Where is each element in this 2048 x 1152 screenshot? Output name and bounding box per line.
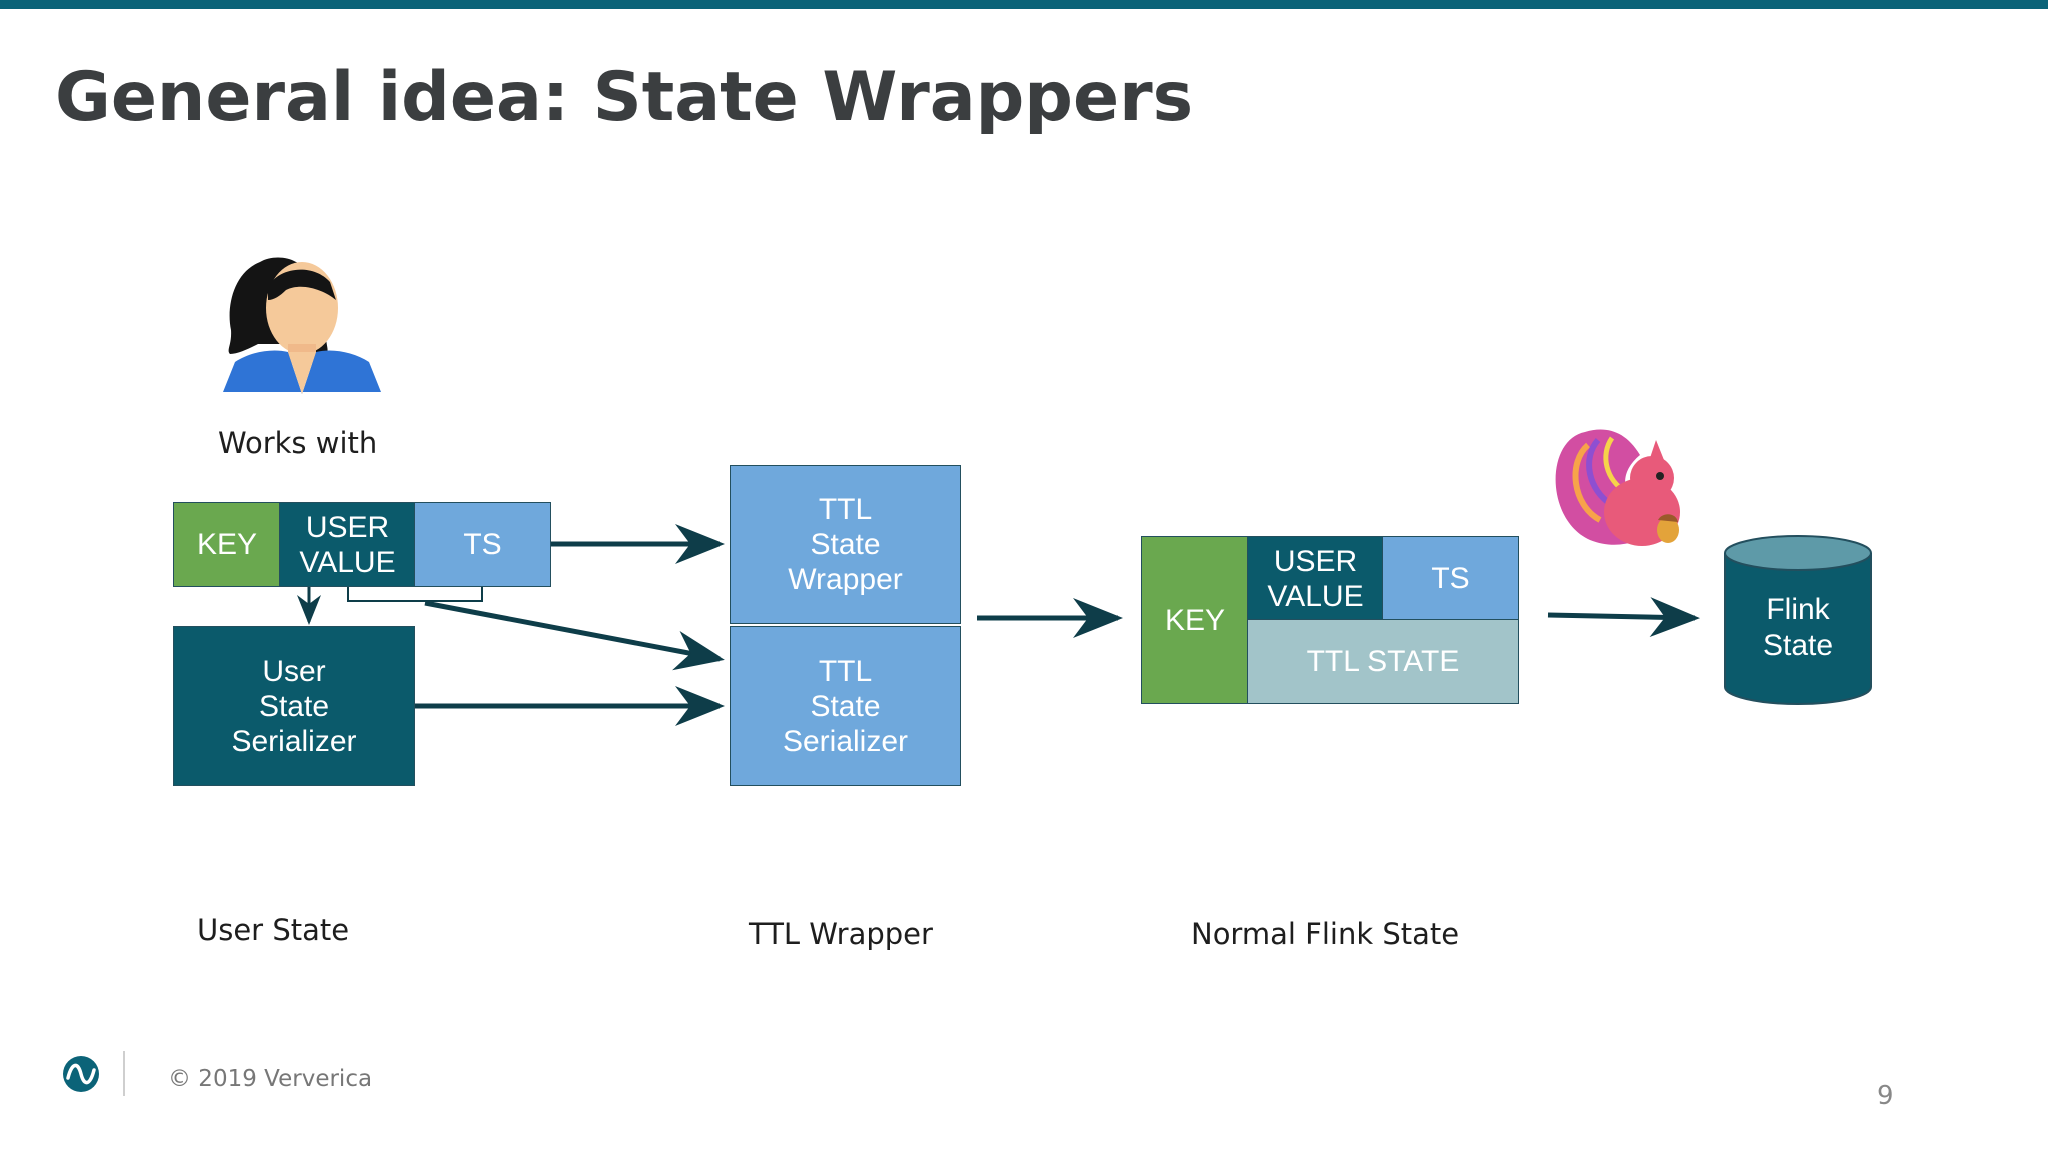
normal-flink-state-label: Normal Flink State xyxy=(1191,917,1460,951)
flink-key-cell: KEY xyxy=(1141,536,1249,704)
user-key-cell: KEY xyxy=(173,502,281,587)
page-number: 9 xyxy=(1877,1081,1894,1111)
flink-ttl-state-cell: TTL STATE xyxy=(1247,619,1519,704)
flink-ts-cell: TS xyxy=(1382,536,1519,621)
user-state-label: User State xyxy=(197,913,350,947)
ttl-state-serializer-box: TTL State Serializer xyxy=(730,626,961,786)
ttl-state-wrapper-box: TTL State Wrapper xyxy=(730,465,961,624)
flink-value-cell: USER VALUE xyxy=(1247,536,1384,621)
bracket-value-ts xyxy=(347,585,483,602)
works-with-label: Works with xyxy=(218,426,378,460)
footer-divider xyxy=(123,1051,125,1096)
arrow-ts-to-serializer xyxy=(424,600,725,671)
user-state-serializer-box: User State Serializer xyxy=(173,626,415,786)
user-ts-cell: TS xyxy=(414,502,551,587)
user-value-cell: USER VALUE xyxy=(279,502,416,587)
top-brand-bar xyxy=(0,0,2048,9)
ttl-wrapper-label: TTL Wrapper xyxy=(749,917,933,951)
arrow-flink-record-to-state xyxy=(1547,597,1700,638)
slide-title: General idea: State Wrappers xyxy=(55,58,1194,137)
copyright-text: © 2019 Ververica xyxy=(168,1066,373,1092)
flink-state-db-label: Flink State xyxy=(1762,593,1834,662)
